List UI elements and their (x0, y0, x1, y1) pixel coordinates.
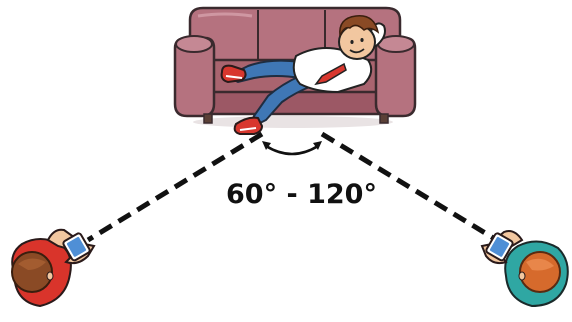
viewer-right (482, 231, 568, 306)
viewer-left (12, 230, 94, 306)
viewing-angle-label: 60° - 120° (226, 173, 364, 217)
double-arrow-arc-icon (262, 141, 322, 154)
